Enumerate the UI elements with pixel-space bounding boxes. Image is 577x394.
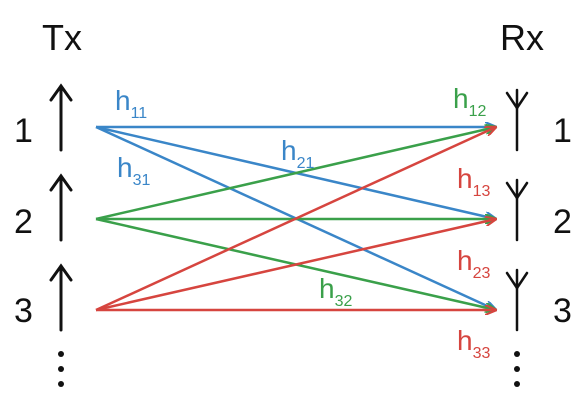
rx-more-dots-icon — [514, 351, 520, 387]
channel-arrow-tx3-rx1 — [95, 127, 496, 312]
rx-antenna-3-icon — [505, 268, 529, 332]
label-h31: h31 — [117, 152, 150, 189]
tx-antenna-1-icon — [49, 83, 73, 152]
rx-antenna-1-icon — [505, 88, 529, 152]
label-h23: h23 — [457, 245, 490, 282]
label-h21: h21 — [281, 135, 314, 172]
tx-number-2: 2 — [14, 203, 33, 241]
label-h12: h12 — [453, 83, 486, 120]
tx-antenna-2-icon — [49, 173, 73, 242]
channel-paths — [95, 127, 496, 312]
tx-antenna-3-icon — [49, 263, 73, 332]
rx-header: Rx — [500, 17, 544, 58]
rx-number-1: 1 — [553, 112, 572, 150]
tx-number-3: 3 — [14, 292, 33, 330]
label-h11: h11 — [115, 85, 147, 122]
label-h13: h13 — [457, 163, 490, 200]
tx-header: Tx — [42, 17, 82, 58]
rx-number-3: 3 — [553, 292, 572, 330]
rx-antenna-2-icon — [505, 178, 529, 242]
channel-arrow-tx2-rx1 — [95, 127, 496, 221]
label-h32: h32 — [319, 273, 352, 310]
tx-more-dots-icon — [58, 351, 64, 387]
label-h33: h33 — [457, 325, 490, 362]
tx-number-1: 1 — [14, 112, 33, 150]
channel-arrow-tx3-rx2 — [95, 219, 496, 312]
rx-number-2: 2 — [553, 203, 572, 241]
